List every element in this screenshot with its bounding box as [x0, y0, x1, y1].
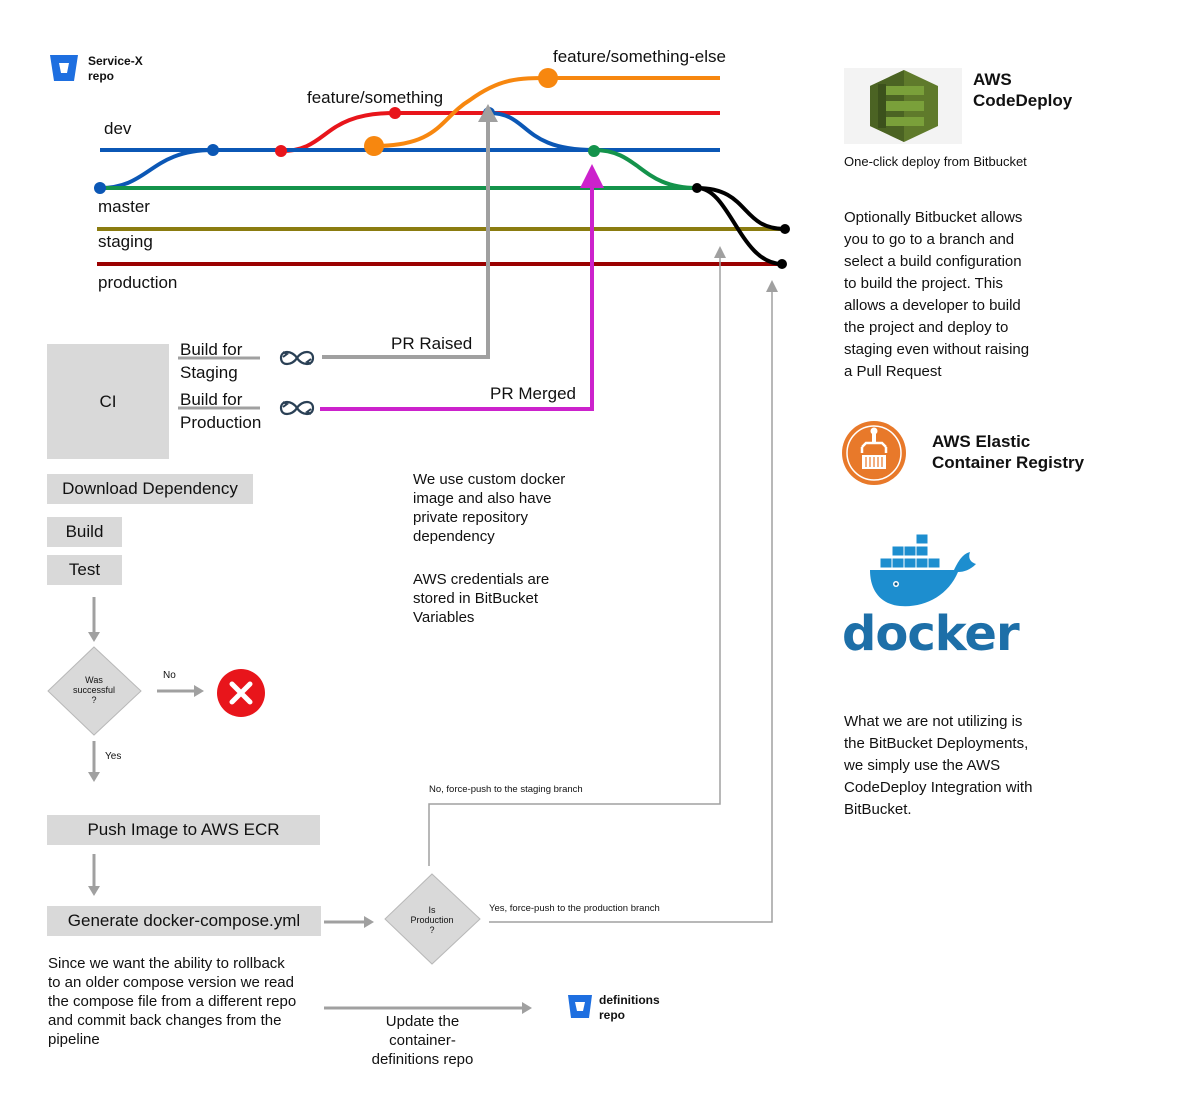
build-step: Build: [47, 517, 122, 547]
error-x-icon: [217, 669, 265, 717]
feature-else-start-commit: [364, 136, 384, 156]
feature-else-branch: [373, 76, 720, 148]
production-head-commit: [777, 259, 787, 269]
branch-label-feature-else: feature/something-else: [553, 47, 726, 66]
build-production-label[interactable]: Build for Production: [180, 390, 262, 432]
not-utilizing-note: What we are not utilizing is the BitBuck…: [844, 713, 1033, 818]
yes-label: Yes: [105, 751, 122, 762]
aws-credentials-note: AWS credentials are stored in BitBucket …: [413, 571, 550, 626]
pr-raised-arrowhead: [478, 104, 498, 122]
feature-start-commit: [275, 145, 287, 157]
bitbucket-icon: [49, 54, 79, 82]
deploy-production-curve: [696, 186, 783, 266]
docker-note: We use custom docker image and also have…: [413, 471, 566, 545]
aws-ecr-icon: [842, 421, 906, 485]
deploy-start-commit: [692, 183, 702, 193]
branch-label-production: production: [98, 273, 178, 292]
master-merge-commit: [588, 145, 600, 157]
pr-raised-label: PR Raised: [391, 334, 473, 353]
dev-merge-curve: [488, 111, 595, 152]
test-step: Test: [47, 555, 122, 585]
staging-head-commit: [780, 224, 790, 234]
sync-icon: [278, 397, 316, 419]
no-label: No: [163, 670, 176, 681]
ecr-title: AWS Elastic Container Registry: [932, 432, 1085, 472]
generate-compose-step: Generate docker-compose.yml: [47, 906, 321, 936]
dev-commit: [207, 144, 219, 156]
optional-note: Optionally Bitbucket allows you to go to…: [844, 209, 1030, 380]
no-staging-label: No, force-push to the staging branch: [429, 784, 583, 795]
codedeploy-caption: One-click deploy from Bitbucket: [844, 154, 1027, 169]
aws-codedeploy-icon: [844, 68, 962, 144]
ci-box: CI: [47, 344, 169, 459]
yes-production-label: Yes, force-push to the production branch: [489, 903, 660, 914]
pr-raised-connector: [322, 120, 490, 359]
dev-start-curve: [99, 148, 214, 190]
repo-name: Service-X repo: [88, 54, 143, 83]
rollback-note: Since we want the ability to rollback to…: [48, 955, 297, 1048]
branch-label-dev: dev: [104, 119, 132, 138]
pr-merged-arrowhead: [580, 164, 604, 188]
sync-icon: [278, 347, 316, 369]
feature-commit: [389, 107, 401, 119]
master-merge-curve: [593, 148, 698, 190]
push-image-step: Push Image to AWS ECR: [47, 815, 320, 845]
docker-wordmark: docker: [842, 606, 1020, 662]
dev-start-commit: [94, 182, 106, 194]
codedeploy-title: AWS CodeDeploy: [973, 70, 1073, 110]
definitions-repo-name: definitions repo: [599, 993, 660, 1022]
docker-whale-icon: [866, 532, 986, 612]
pr-merged-connector: [320, 186, 594, 411]
bitbucket-icon: [567, 994, 593, 1019]
is-production-diamond: [384, 873, 481, 965]
branch-label-master: master: [98, 197, 150, 216]
branch-label-feature: feature/something: [307, 88, 444, 107]
feature-else-commit: [538, 68, 558, 88]
is-production-text: Is Production ?: [410, 905, 454, 935]
download-dependency-step: Download Dependency: [47, 474, 253, 504]
was-successful-diamond: [47, 646, 142, 736]
pr-merged-label: PR Merged: [490, 384, 576, 403]
update-definitions-label: Update the container- definitions repo: [371, 1013, 474, 1068]
branch-label-staging: staging: [98, 232, 153, 251]
deploy-staging-curve: [696, 186, 786, 231]
build-staging-label[interactable]: Build for Staging: [180, 340, 243, 382]
was-successful-text: Was successful ?: [72, 675, 116, 705]
